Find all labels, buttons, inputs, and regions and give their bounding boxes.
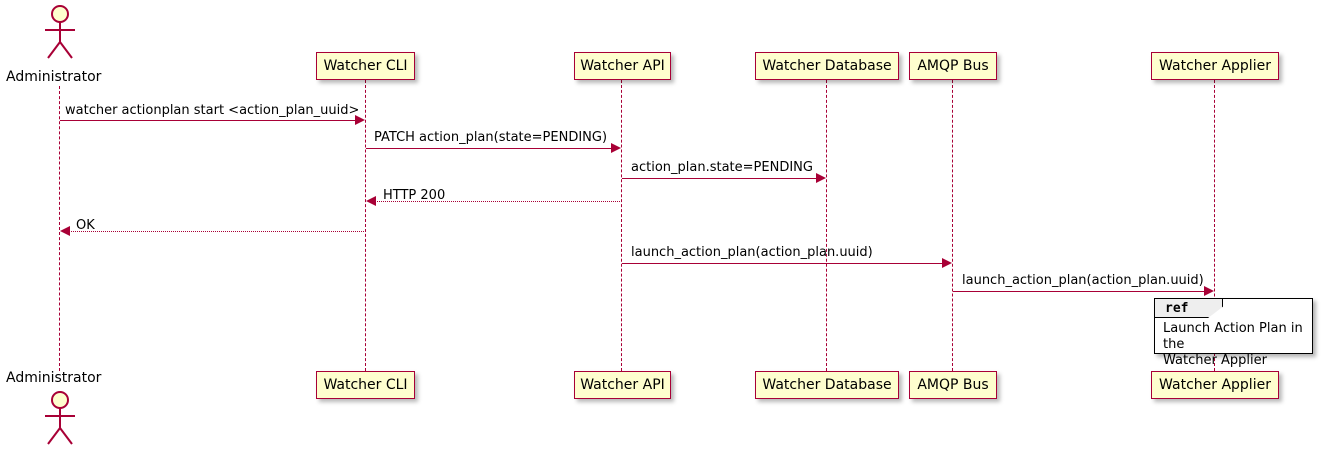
message-arrowhead-5 bbox=[60, 226, 70, 236]
message-arrowhead-2 bbox=[611, 143, 621, 153]
lifeline-watcher-cli bbox=[365, 80, 366, 371]
message-label-7: launch_action_plan(action_plan.uuid) bbox=[962, 273, 1204, 288]
message-arrowhead-7 bbox=[1204, 286, 1214, 296]
message-label-5: OK bbox=[76, 218, 95, 233]
participant-watcher-cli-top[interactable]: Watcher CLI bbox=[316, 52, 415, 80]
message-arrowhead-3 bbox=[816, 173, 826, 183]
actor-figure-icon bbox=[45, 391, 75, 445]
message-label-3: action_plan.state=PENDING bbox=[631, 160, 813, 175]
actor-label-administrator-top: Administrator bbox=[6, 69, 102, 85]
message-line-2 bbox=[366, 148, 612, 149]
participant-watcher-database-top[interactable]: Watcher Database bbox=[755, 52, 899, 80]
ref-fragment[interactable]: ref Launch Action Plan in the Watcher Ap… bbox=[1154, 298, 1313, 368]
ref-fragment-body: Launch Action Plan in the Watcher Applie… bbox=[1163, 321, 1312, 369]
actor-label-administrator-bottom: Administrator bbox=[6, 370, 102, 386]
message-line-6 bbox=[622, 263, 943, 264]
lifeline-watcher-api bbox=[621, 80, 622, 371]
message-line-4 bbox=[375, 201, 622, 202]
participant-watcher-applier-bottom[interactable]: Watcher Applier bbox=[1151, 371, 1279, 399]
lifeline-watcher-applier bbox=[1214, 80, 1215, 371]
ref-fragment-line-2: Watcher Applier bbox=[1163, 353, 1267, 368]
participant-watcher-api-bottom[interactable]: Watcher API bbox=[574, 371, 671, 399]
message-label-2: PATCH action_plan(state=PENDING) bbox=[374, 130, 608, 145]
message-line-3 bbox=[622, 178, 817, 179]
ref-fragment-line-1: Launch Action Plan in the bbox=[1163, 321, 1303, 352]
lifeline-administrator bbox=[59, 86, 60, 371]
actor-administrator-bottom[interactable] bbox=[30, 390, 90, 446]
participant-watcher-applier-top[interactable]: Watcher Applier bbox=[1151, 52, 1279, 80]
message-line-7 bbox=[953, 291, 1205, 292]
message-label-6: launch_action_plan(action_plan.uuid) bbox=[631, 245, 873, 260]
lifeline-watcher-database bbox=[826, 80, 827, 371]
participant-watcher-database-bottom[interactable]: Watcher Database bbox=[755, 371, 899, 399]
participant-amqp-bus-bottom[interactable]: AMQP Bus bbox=[909, 371, 997, 399]
message-arrowhead-1 bbox=[355, 115, 365, 125]
lifeline-amqp-bus bbox=[952, 80, 953, 371]
message-line-1 bbox=[60, 120, 356, 121]
message-arrowhead-4 bbox=[366, 196, 376, 206]
participant-watcher-cli-bottom[interactable]: Watcher CLI bbox=[316, 371, 415, 399]
actor-figure-icon bbox=[45, 5, 75, 59]
actor-administrator-top[interactable] bbox=[30, 4, 90, 60]
message-label-4: HTTP 200 bbox=[383, 188, 446, 203]
message-label-1: watcher actionplan start <action_plan_uu… bbox=[65, 103, 360, 118]
participant-amqp-bus-top[interactable]: AMQP Bus bbox=[909, 52, 997, 80]
message-line-5 bbox=[69, 231, 366, 232]
message-arrowhead-6 bbox=[942, 258, 952, 268]
participant-watcher-api-top[interactable]: Watcher API bbox=[574, 52, 671, 80]
ref-fragment-tab-label: ref bbox=[1165, 301, 1189, 316]
